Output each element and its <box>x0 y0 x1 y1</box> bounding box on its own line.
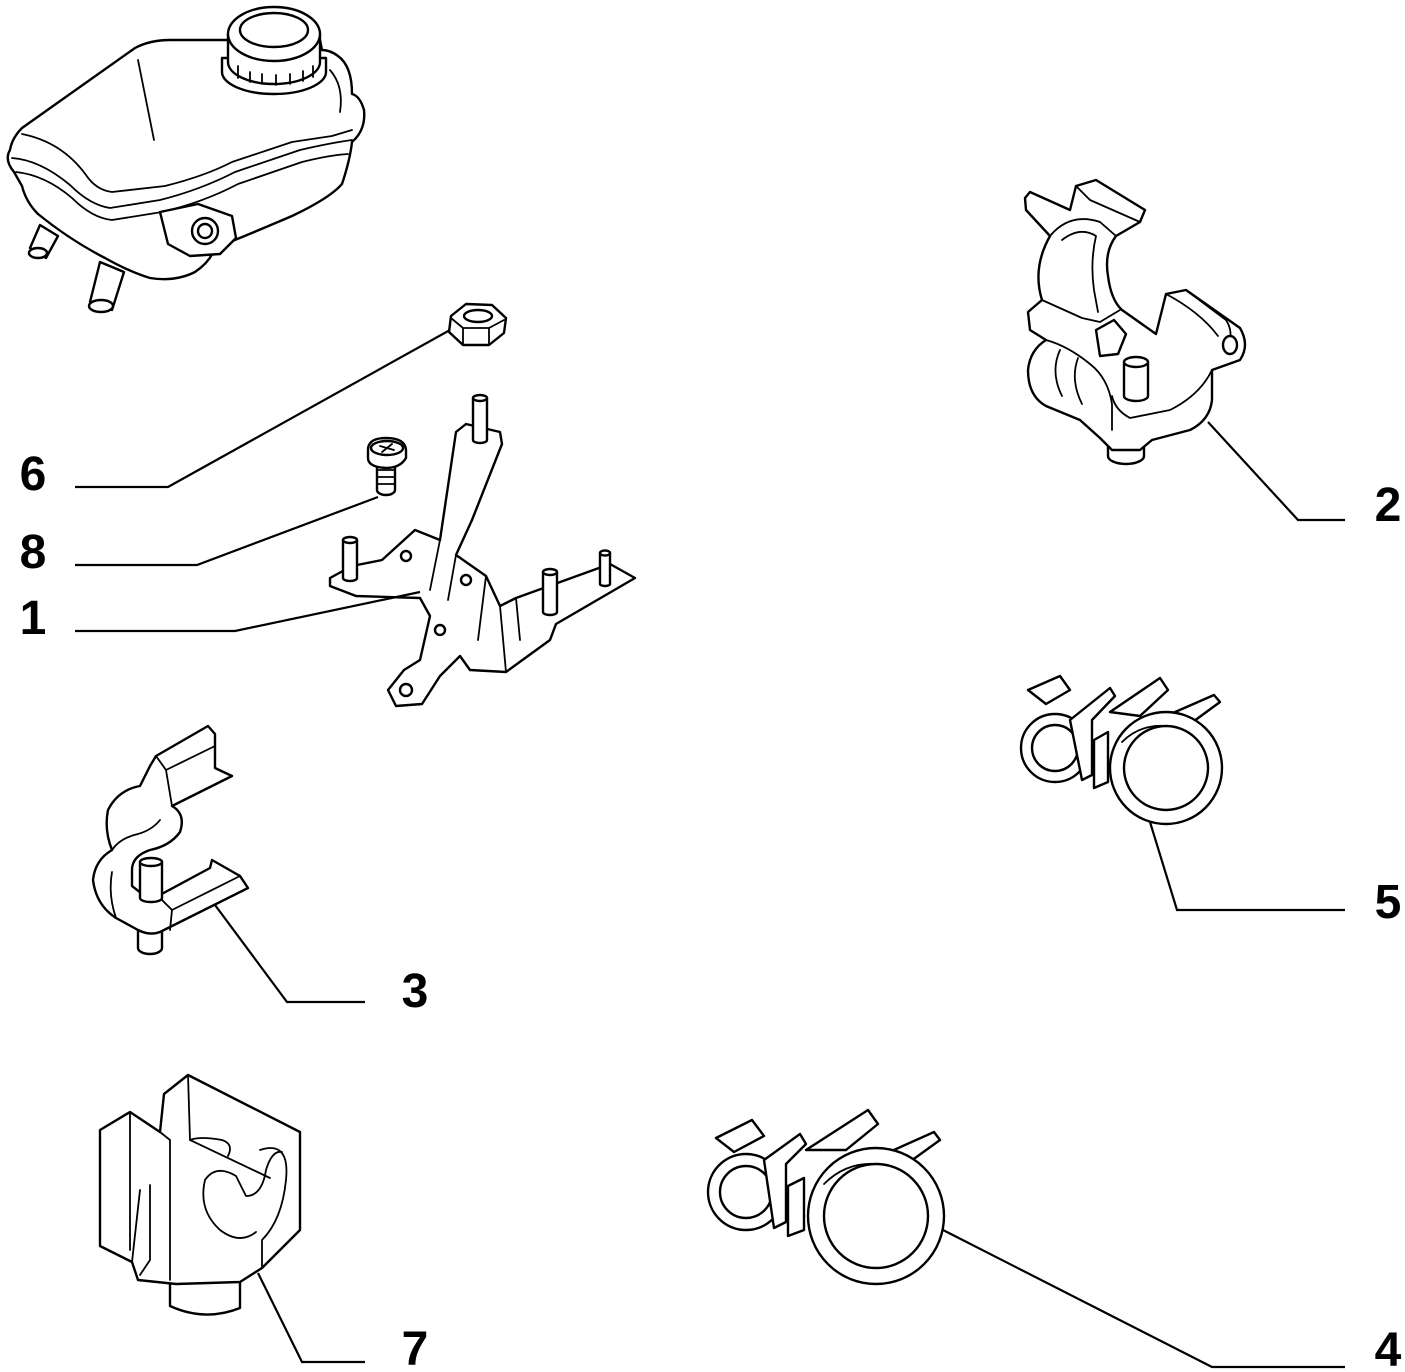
clip-4 <box>706 1108 946 1286</box>
clip-2 <box>1023 178 1247 466</box>
leader-line-1 <box>75 590 421 633</box>
callout-label-1: 1 <box>20 592 47 645</box>
bolt <box>366 436 408 497</box>
bracket <box>328 393 637 708</box>
clip-2-post <box>1122 355 1150 403</box>
leader-line-5 <box>1148 821 1345 912</box>
callout-label-2: 2 <box>1375 479 1402 532</box>
reservoir-body <box>6 38 366 281</box>
leader-line-7 <box>257 1272 365 1364</box>
reservoir-nozzle-bottom <box>87 260 126 314</box>
leader-line-6 <box>75 329 451 489</box>
bracket-stud-right <box>541 567 559 617</box>
callout-label-4: 4 <box>1375 1324 1402 1372</box>
reservoir-cap <box>220 5 328 96</box>
reservoir-nozzle-left <box>27 223 60 260</box>
bracket-stud-left <box>341 535 359 583</box>
leader-line-4 <box>942 1229 1345 1369</box>
leader-line-3 <box>214 904 365 1004</box>
callout-label-5: 5 <box>1375 876 1402 929</box>
clip-5 <box>1019 674 1224 826</box>
callout-label-8: 8 <box>20 526 47 579</box>
bracket-stud-far-right <box>598 549 612 588</box>
nut <box>447 302 508 347</box>
callout-label-6: 6 <box>20 448 47 501</box>
leader-line-8 <box>75 495 379 567</box>
reservoir <box>6 5 366 314</box>
leader-line-2 <box>1207 421 1345 522</box>
clip-3-post <box>138 856 164 904</box>
callout-label-3: 3 <box>402 965 429 1018</box>
callout-label-7: 7 <box>402 1323 429 1372</box>
reservoir-mounting-tab <box>158 202 238 258</box>
bracket-stud-top <box>471 393 489 445</box>
clip-7 <box>98 1073 302 1316</box>
clip-3 <box>91 724 250 956</box>
